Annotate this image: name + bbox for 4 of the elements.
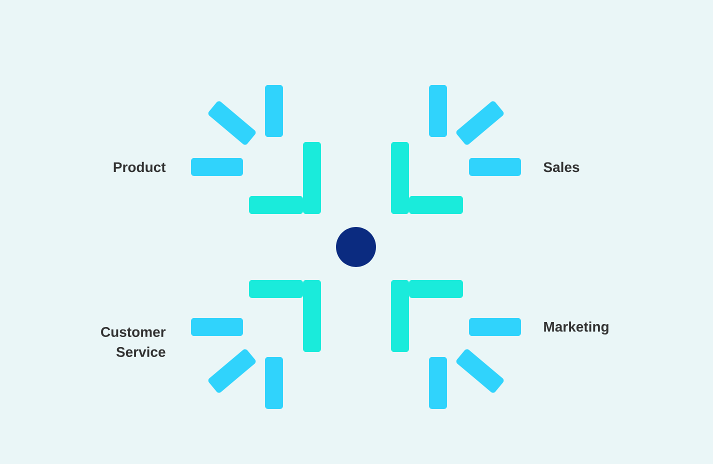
category-label: Product: [114, 162, 166, 172]
category-label: Sales: [544, 162, 580, 172]
category-label: Marketing: [544, 321, 608, 335]
category-label: Customer Service: [101, 327, 166, 357]
